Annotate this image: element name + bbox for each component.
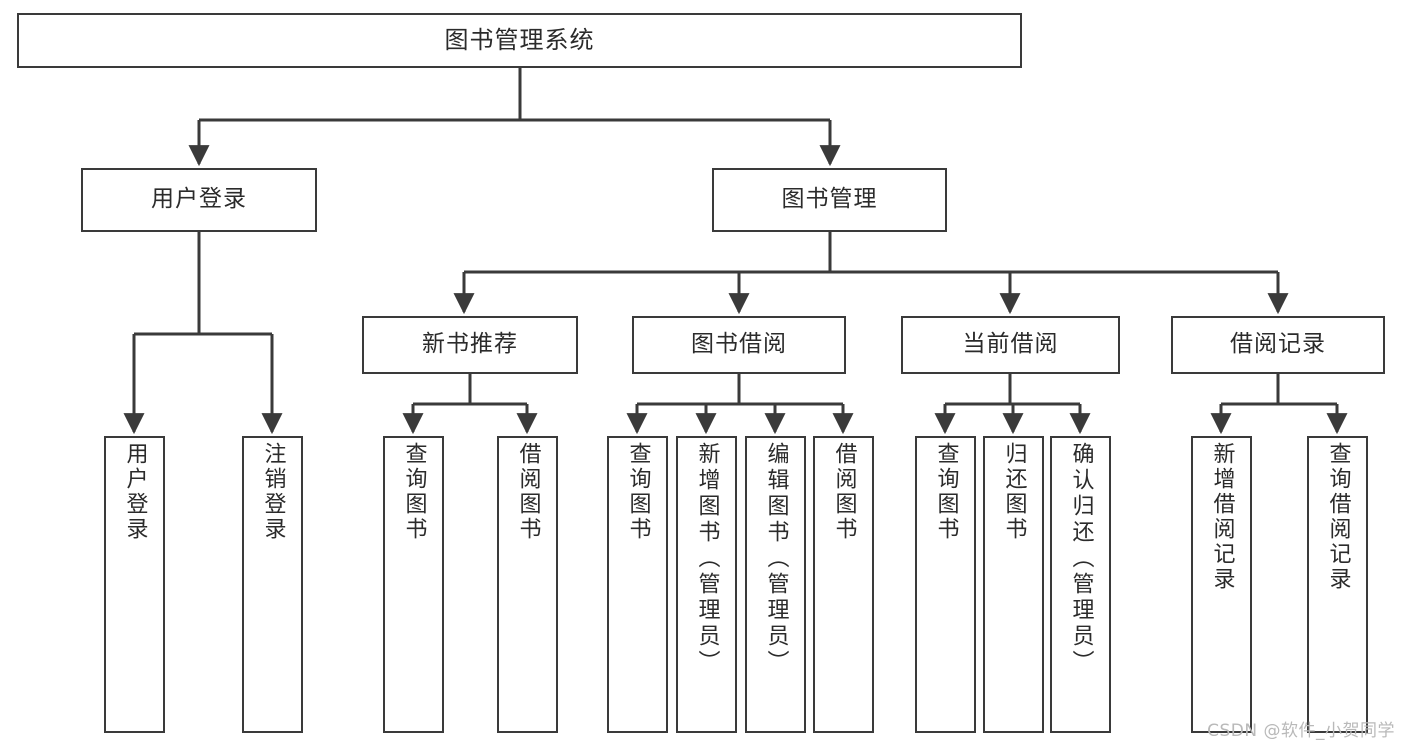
node-label: 用户登录 [122, 442, 148, 542]
node-root-system[interactable]: 图书管理系统 [17, 13, 1022, 68]
node-new-book-recommend[interactable]: 新书推荐 [362, 316, 578, 374]
node-leaf-borrow-book-newbook[interactable]: 借阅图书 [497, 436, 558, 733]
node-label: 查询图书 [401, 442, 427, 542]
node-label: 查询图书 [933, 442, 959, 542]
node-leaf-edit-book-admin[interactable]: 编辑图书（管理员） [745, 436, 806, 733]
node-label: 当前借阅 [962, 331, 1059, 358]
node-label: 图书借阅 [691, 331, 787, 358]
node-leaf-user-login[interactable]: 用户登录 [104, 436, 165, 733]
node-leaf-add-borrow-record[interactable]: 新增借阅记录 [1191, 436, 1252, 733]
node-book-borrow[interactable]: 图书借阅 [632, 316, 846, 374]
node-label: 查询借阅记录 [1325, 442, 1351, 592]
node-label: 用户登录 [151, 186, 247, 213]
node-borrow-record[interactable]: 借阅记录 [1171, 316, 1385, 374]
node-label: 注销登录 [260, 442, 286, 542]
node-leaf-query-book-newbook[interactable]: 查询图书 [383, 436, 444, 733]
node-label: 确认归还（管理员） [1068, 442, 1094, 676]
node-leaf-logout[interactable]: 注销登录 [242, 436, 303, 733]
node-leaf-query-borrow-record[interactable]: 查询借阅记录 [1307, 436, 1368, 733]
node-label: 借阅图书 [515, 442, 541, 542]
node-label: 借阅记录 [1230, 331, 1326, 358]
node-label: 编辑图书（管理员） [763, 442, 789, 676]
node-user-login[interactable]: 用户登录 [81, 168, 317, 232]
node-current-borrow[interactable]: 当前借阅 [901, 316, 1120, 374]
node-label: 新增借阅记录 [1209, 442, 1235, 592]
node-leaf-query-book-current[interactable]: 查询图书 [915, 436, 976, 733]
node-leaf-add-book-admin[interactable]: 新增图书（管理员） [676, 436, 737, 733]
node-label: 图书管理系统 [444, 26, 595, 55]
node-leaf-query-book-borrow[interactable]: 查询图书 [607, 436, 668, 733]
node-label: 新增图书（管理员） [694, 442, 720, 676]
node-label: 借阅图书 [831, 442, 857, 542]
node-label: 归还图书 [1001, 442, 1027, 542]
node-leaf-borrow-book[interactable]: 借阅图书 [813, 436, 874, 733]
node-label: 新书推荐 [422, 331, 518, 358]
node-leaf-confirm-return-admin[interactable]: 确认归还（管理员） [1050, 436, 1111, 733]
node-label: 图书管理 [781, 186, 878, 213]
node-book-management[interactable]: 图书管理 [712, 168, 947, 232]
watermark: CSDN @软件_小贺同学 [1207, 721, 1395, 741]
node-leaf-return-book[interactable]: 归还图书 [983, 436, 1044, 733]
node-label: 查询图书 [625, 442, 651, 542]
